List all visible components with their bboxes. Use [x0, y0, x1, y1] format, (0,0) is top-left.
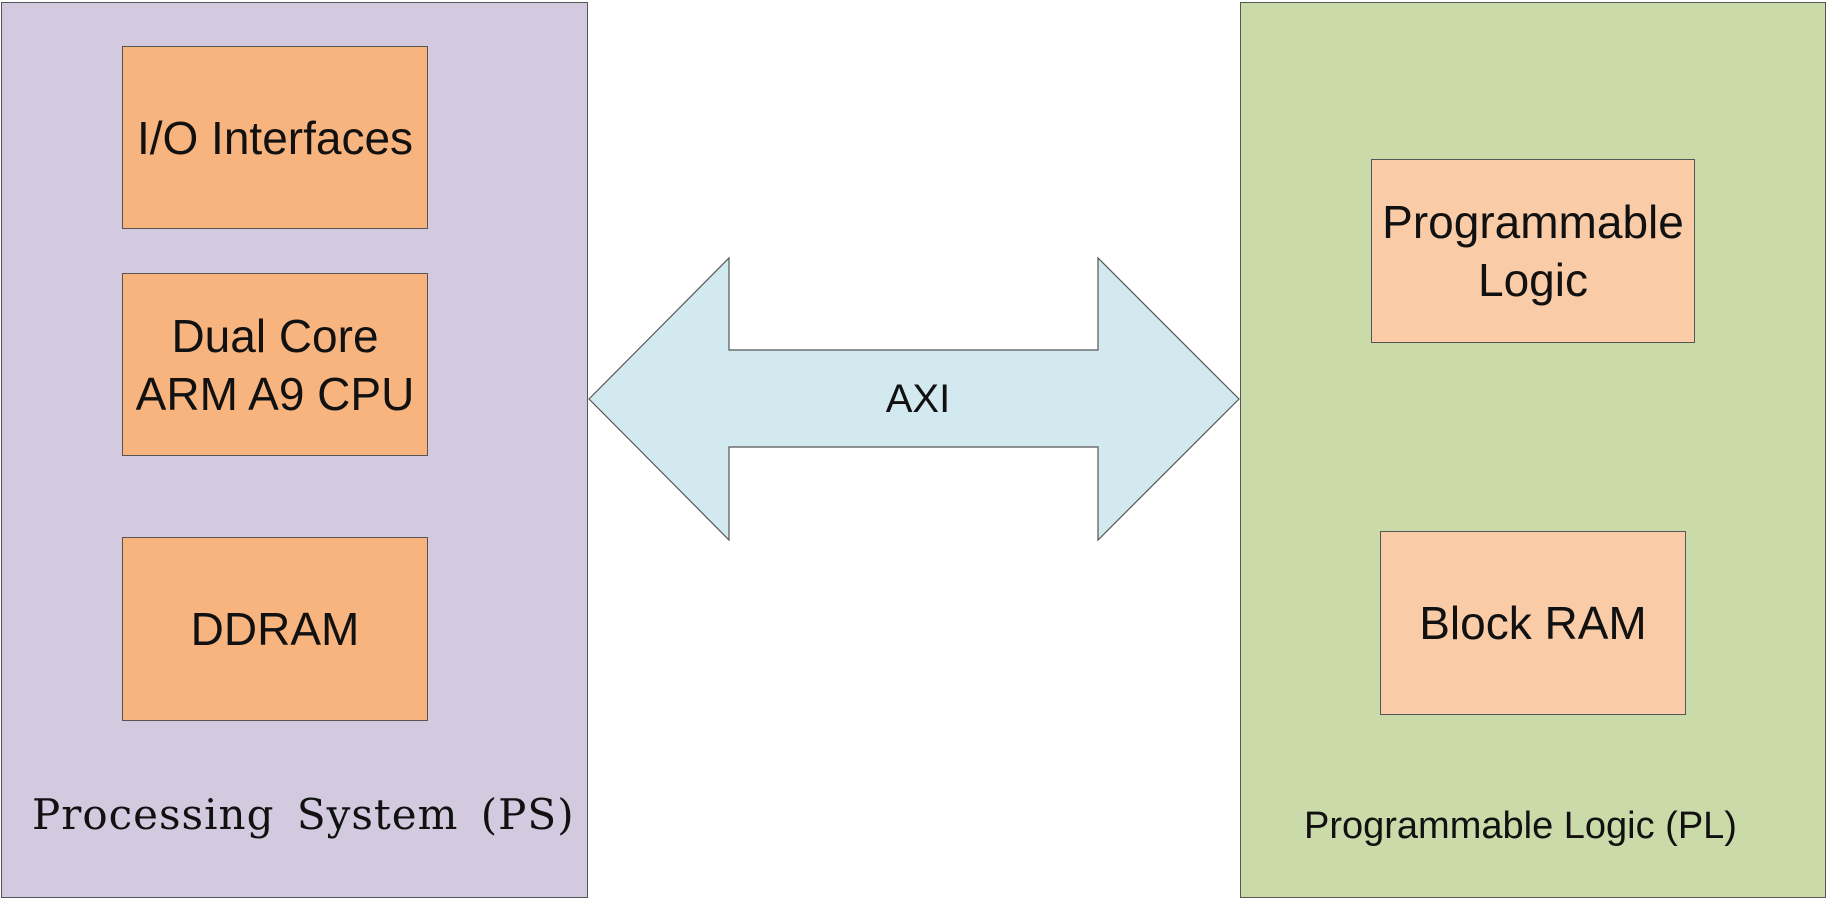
programmable-logic-block-label-line1: Programmable — [1382, 196, 1684, 248]
processing-system-label: Processing System (PS) — [32, 790, 575, 839]
cpu-label-line1: Dual Core — [171, 309, 379, 362]
io-interfaces-label: I/O Interfaces — [136, 111, 414, 164]
cpu-label-line2: ARM A9 CPU — [135, 367, 415, 420]
programmable-logic-block: Programmable Logic — [1371, 159, 1695, 343]
programmable-logic-label: Programmable Logic (PL) — [1304, 805, 1737, 847]
ddram-block: DDRAM — [122, 537, 428, 721]
cpu-block: Dual Core ARM A9 CPU — [122, 273, 428, 456]
programmable-logic-block-label-line2: Logic — [1478, 254, 1588, 306]
programmable-logic-panel — [1240, 2, 1826, 898]
block-ram-label: Block RAM — [1419, 597, 1647, 649]
ddram-label: DDRAM — [190, 603, 360, 655]
block-ram-block: Block RAM — [1380, 531, 1686, 715]
axi-label: AXI — [885, 377, 951, 421]
axi-arrow-shape — [588, 256, 1240, 542]
io-interfaces-block: I/O Interfaces — [122, 46, 428, 229]
